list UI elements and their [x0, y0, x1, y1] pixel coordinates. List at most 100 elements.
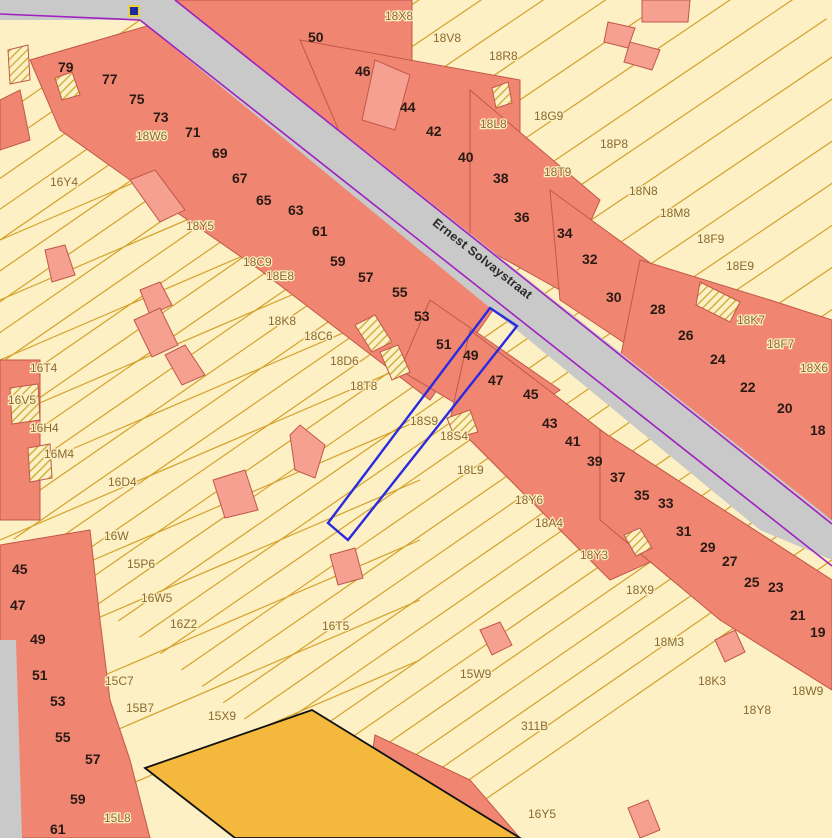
parcel-label-16Y4: 16Y4 [50, 175, 78, 189]
parcel-label-18E8: 18E8 [266, 269, 294, 283]
parcel-label-18X6: 18X6 [800, 361, 828, 375]
parcel-label-16W: 16W [104, 529, 129, 543]
parcel-label-18L8: 18L8 [480, 117, 507, 131]
house-number-59: 59 [70, 791, 86, 807]
parcel-label-16V5: 16V5 [8, 393, 36, 407]
parcel-label-15B7: 15B7 [126, 701, 154, 715]
house-number-40: 40 [458, 149, 474, 165]
parcel-label-15P6: 15P6 [127, 557, 155, 571]
house-number-27: 27 [722, 553, 738, 569]
parcel-label-18D6: 18D6 [330, 354, 359, 368]
house-number-57: 57 [85, 751, 101, 767]
parcel-label-18K3: 18K3 [698, 674, 726, 688]
parcel-label-18K7: 18K7 [737, 313, 765, 327]
north-buildings [174, 0, 832, 521]
house-number-71: 71 [185, 124, 201, 140]
house-number-29: 29 [700, 539, 716, 555]
house-number-61: 61 [312, 223, 328, 239]
house-number-18: 18 [810, 422, 826, 438]
house-number-43: 43 [542, 415, 558, 431]
parcel-label-18C9: 18C9 [243, 255, 272, 269]
parcel-labels: 18X818V818R818L818G918P818T918N818M818F9… [7, 8, 830, 827]
house-number-69: 69 [212, 145, 228, 161]
house-number-57: 57 [358, 269, 374, 285]
parcel-label-18F7: 18F7 [767, 337, 795, 351]
house-number-31: 31 [676, 523, 692, 539]
south-buildings [0, 24, 832, 838]
parcel-label-18F9: 18F9 [697, 232, 725, 246]
house-number-37: 37 [610, 469, 626, 485]
parcel-label-15L8: 15L8 [104, 811, 131, 825]
parcel-label-18M8: 18M8 [660, 206, 690, 220]
house-number-49: 49 [463, 347, 479, 363]
parcel-label-18P8: 18P8 [600, 137, 628, 151]
parcel-label-18Y8: 18Y8 [743, 703, 771, 717]
parcel-label-16W5: 16W5 [141, 591, 173, 605]
house-number-65: 65 [256, 192, 272, 208]
parcel-label-16Z2: 16Z2 [170, 617, 198, 631]
house-number-38: 38 [493, 170, 509, 186]
house-number-63: 63 [288, 202, 304, 218]
parcel-label-16Y5: 16Y5 [528, 807, 556, 821]
house-number-46: 46 [355, 63, 371, 79]
house-number-32: 32 [582, 251, 598, 267]
house-number-35: 35 [634, 487, 650, 503]
map-marker [128, 5, 140, 17]
house-number-25: 25 [744, 574, 760, 590]
house-number-51: 51 [32, 667, 48, 683]
parcel-label-18A4: 18A4 [535, 516, 563, 530]
parcel-label-18E9: 18E9 [726, 259, 754, 273]
parcel-label-311B: 311B [521, 719, 548, 733]
house-number-75: 75 [129, 91, 145, 107]
house-number-50: 50 [308, 29, 324, 45]
parcel-label-15X9: 15X9 [208, 709, 236, 723]
parcel-label-18N8: 18N8 [629, 184, 658, 198]
parcel-label-18X8: 18X8 [385, 9, 413, 23]
house-number-labels: 5046444240383634323028262422201879777573… [10, 29, 826, 837]
house-number-53: 53 [50, 693, 66, 709]
parcel-label-15C7: 15C7 [105, 674, 134, 688]
house-number-44: 44 [400, 99, 416, 115]
house-number-45: 45 [12, 561, 28, 577]
parcel-label-18T9: 18T9 [544, 165, 572, 179]
parcel-label-16D4: 16D4 [108, 475, 137, 489]
parcel-label-18S9: 18S9 [410, 414, 438, 428]
house-number-24: 24 [710, 351, 726, 367]
selected-parcel-outline[interactable] [326, 306, 519, 542]
house-number-34: 34 [557, 225, 573, 241]
house-number-61: 61 [50, 821, 66, 837]
side-road [0, 640, 22, 838]
parcel-label-18Y3: 18Y3 [580, 548, 608, 562]
house-number-36: 36 [514, 209, 530, 225]
parcel-label-16M4: 16M4 [44, 447, 74, 461]
parcel-label-18X9: 18X9 [626, 583, 654, 597]
house-number-28: 28 [650, 301, 666, 317]
parcel-label-18R8: 18R8 [489, 49, 518, 63]
house-number-79: 79 [58, 59, 74, 75]
parcel-label-18L9: 18L9 [457, 463, 484, 477]
house-number-67: 67 [232, 170, 248, 186]
house-number-42: 42 [426, 123, 442, 139]
north-annexes [361, 0, 691, 131]
house-number-23: 23 [768, 579, 784, 595]
road-ernest-solvaystraat [0, 0, 832, 567]
house-number-26: 26 [678, 327, 694, 343]
hatched-parcels [7, 44, 741, 557]
house-number-21: 21 [790, 607, 806, 623]
house-number-20: 20 [777, 400, 793, 416]
house-number-55: 55 [55, 729, 71, 745]
parcel-label-18G9: 18G9 [534, 109, 564, 123]
parcel-label-16H4: 16H4 [30, 421, 59, 435]
house-number-19: 19 [810, 624, 826, 640]
house-number-51: 51 [436, 336, 452, 352]
parcel-label-18K8: 18K8 [268, 314, 296, 328]
parcel-label-18W6: 18W6 [136, 129, 168, 143]
parcel-label-18C6: 18C6 [304, 329, 333, 343]
south-annexes [44, 169, 746, 838]
house-number-33: 33 [658, 495, 674, 511]
house-number-22: 22 [740, 379, 756, 395]
house-number-53: 53 [414, 308, 430, 324]
house-number-49: 49 [30, 631, 46, 647]
